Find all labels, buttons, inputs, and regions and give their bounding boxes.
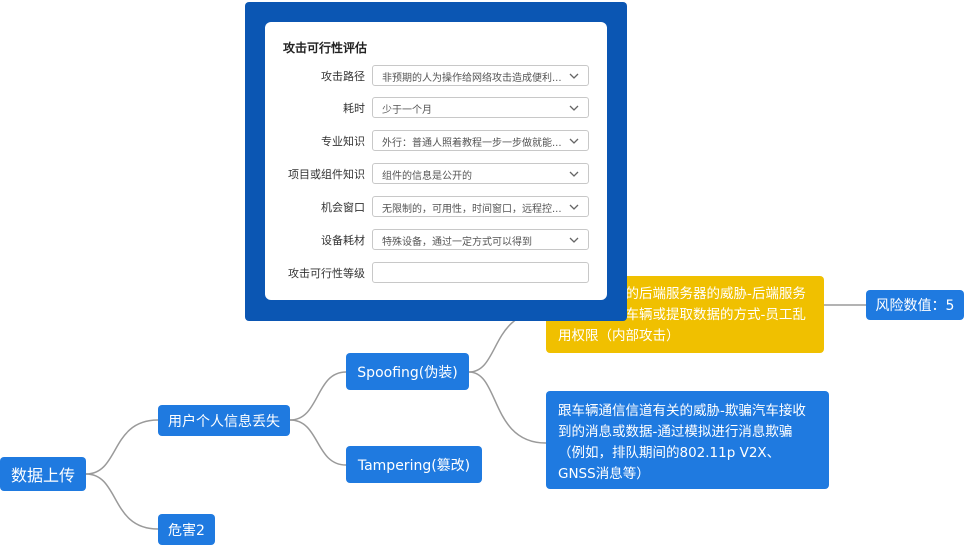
field-label: 专业知识 [321, 135, 365, 148]
form-row-time: 耗时 少于一个月 [265, 97, 607, 119]
node-harm2[interactable]: 危害2 [158, 514, 215, 545]
form-row-window-of-opportunity: 机会窗口 无限制的，可用性，时间窗口，远程控... [265, 196, 607, 218]
form-row-equipment: 设备耗材 特殊设备，通过一定方式可以得到 [265, 229, 607, 251]
chevron-down-icon [569, 105, 579, 111]
select-value: 无限制的，可用性，时间窗口，远程控... [382, 204, 562, 215]
attack-feasibility-panel: 攻击可行性评估 攻击路径 非预期的人为操作给网络攻击造成便利... 耗时 少于一… [265, 22, 607, 300]
node-tampering[interactable]: Tampering(篡改) [346, 446, 482, 483]
expertise-select[interactable]: 外行：普通人照着教程一步一步做就能... [372, 130, 589, 151]
field-label: 攻击路径 [321, 70, 365, 83]
node-threat-comm-channel[interactable]: 跟车辆通信信道有关的威胁-欺骗汽车接收到的消息或数据-通过模拟进行消息欺骗（例如… [546, 391, 829, 489]
component-knowledge-select[interactable]: 组件的信息是公开的 [372, 163, 589, 184]
field-label: 机会窗口 [321, 201, 365, 214]
select-value: 特殊设备，通过一定方式可以得到 [382, 237, 532, 248]
connector-root-user-info [85, 419, 159, 475]
chevron-down-icon [569, 138, 579, 144]
field-label: 耗时 [343, 102, 365, 115]
chevron-down-icon [569, 237, 579, 243]
time-select[interactable]: 少于一个月 [372, 97, 589, 118]
chevron-down-icon [569, 171, 579, 177]
select-value: 少于一个月 [382, 105, 432, 116]
field-label: 攻击可行性等级 [288, 267, 365, 280]
connector-root-harm2 [85, 473, 159, 530]
equipment-select[interactable]: 特殊设备，通过一定方式可以得到 [372, 229, 589, 250]
panel-title: 攻击可行性评估 [283, 41, 368, 55]
attack-path-select[interactable]: 非预期的人为操作给网络攻击造成便利... [372, 65, 589, 86]
form-row-component-knowledge: 项目或组件知识 组件的信息是公开的 [265, 163, 607, 185]
chevron-down-icon [569, 73, 579, 79]
chevron-down-icon [569, 204, 579, 210]
select-value: 非预期的人为操作给网络攻击造成便利... [382, 73, 562, 84]
connector-spoofing-threat2 [468, 371, 547, 444]
feasibility-level-field[interactable] [372, 262, 589, 283]
node-user-info-loss[interactable]: 用户个人信息丢失 [158, 405, 290, 436]
form-row-expertise: 专业知识 外行：普通人照着教程一步一步做就能... [265, 130, 607, 152]
form-row-feasibility-level: 攻击可行性等级 [265, 262, 607, 284]
window-of-opportunity-select[interactable]: 无限制的，可用性，时间窗口，远程控... [372, 196, 589, 217]
node-risk-value[interactable]: 风险数值：5 [866, 290, 964, 320]
node-spoofing[interactable]: Spoofing(伪装) [346, 353, 469, 390]
select-value: 组件的信息是公开的 [382, 171, 472, 182]
form-row-attack-path: 攻击路径 非预期的人为操作给网络攻击造成便利... [265, 65, 607, 87]
select-value: 外行：普通人照着教程一步一步做就能... [382, 138, 562, 149]
connector-user-info-spoofing [289, 371, 347, 421]
root-node[interactable]: 数据上传 [0, 457, 86, 491]
field-label: 设备耗材 [321, 234, 365, 247]
field-label: 项目或组件知识 [288, 168, 365, 181]
connector-user-info-tampering [289, 419, 347, 466]
